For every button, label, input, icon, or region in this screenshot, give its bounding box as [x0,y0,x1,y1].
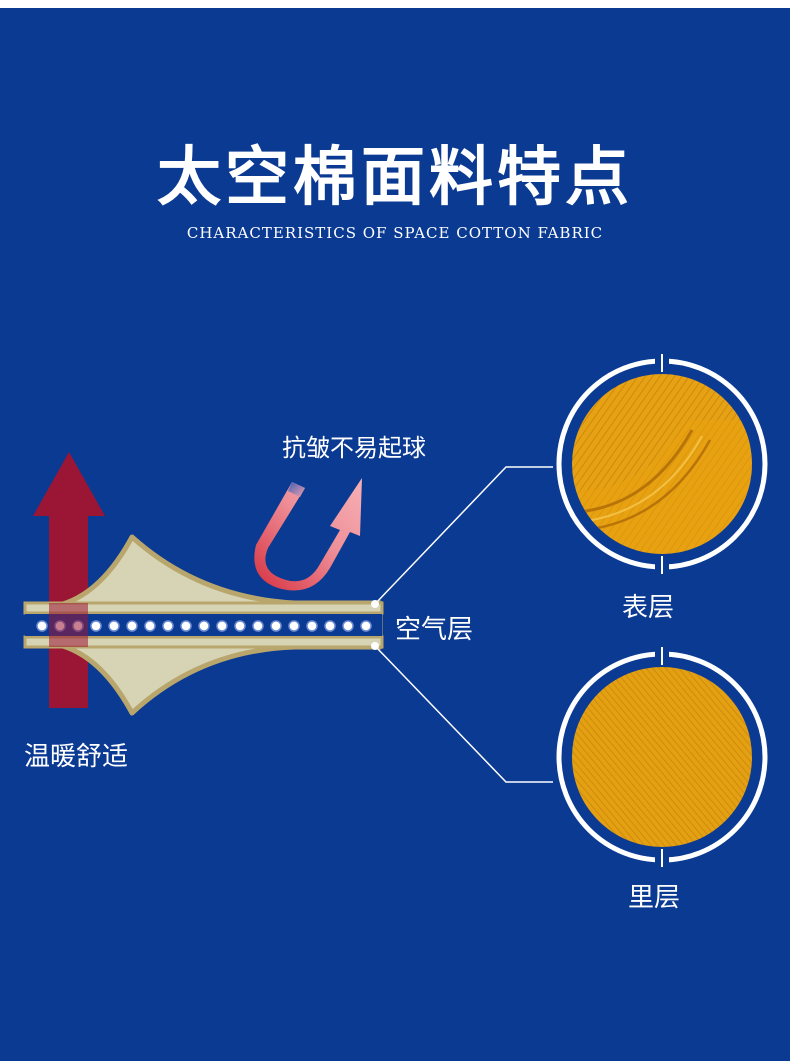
surface-layer-label: 表层 [622,593,675,623]
air-layer-label: 空气层 [395,615,474,645]
connector-dot-top [371,600,379,608]
page-subtitle: CHARACTERISTICS OF SPACE COTTON FABRIC [186,224,604,242]
feature-warm-label: 温暖舒适 [24,742,129,772]
inner-layer-label: 里层 [628,883,681,913]
warmth-arrow-icon [33,452,105,708]
page-title: 太空棉面料特点 [157,141,633,215]
surface-layer-swatch [556,354,768,574]
wrinkle-resistance-arrow-icon [254,478,362,591]
connector-lines [374,466,553,783]
fabric-cross-section [23,534,384,716]
inner-layer-swatch [556,647,768,867]
feature-wrinkle-label: 抗皱不易起球 [282,434,426,462]
connector-dot-bottom [371,642,379,650]
